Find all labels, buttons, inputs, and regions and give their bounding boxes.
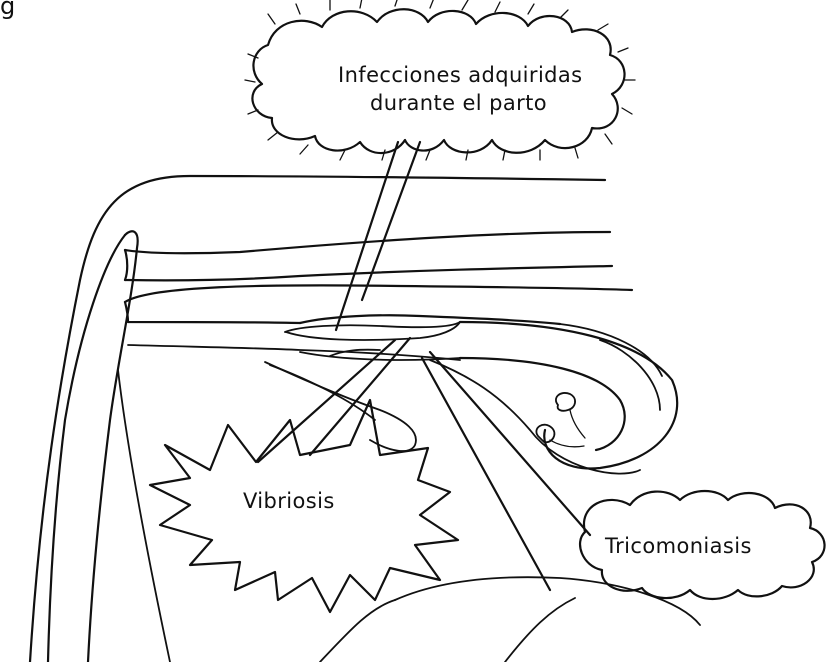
callout-trichomoniasis: Tricomoniasis: [422, 352, 825, 599]
birth-infections-label-line1: Infecciones adquiridas: [338, 63, 583, 87]
vibriosis-label: Vibriosis: [243, 489, 335, 513]
trichomoniasis-label: Tricomoniasis: [604, 534, 752, 558]
callout-birth-infections: Infecciones adquiridas durante el parto: [245, 0, 635, 330]
birth-infections-label-line2: durante el parto: [370, 91, 547, 115]
birth-infections-pointer: [336, 142, 420, 330]
trichomoniasis-pointer: [422, 352, 590, 590]
vagina: [125, 285, 632, 360]
rectum: [125, 232, 612, 280]
header-fragment: g: [0, 0, 16, 20]
uterus: [430, 322, 677, 474]
bladder: [265, 362, 416, 451]
